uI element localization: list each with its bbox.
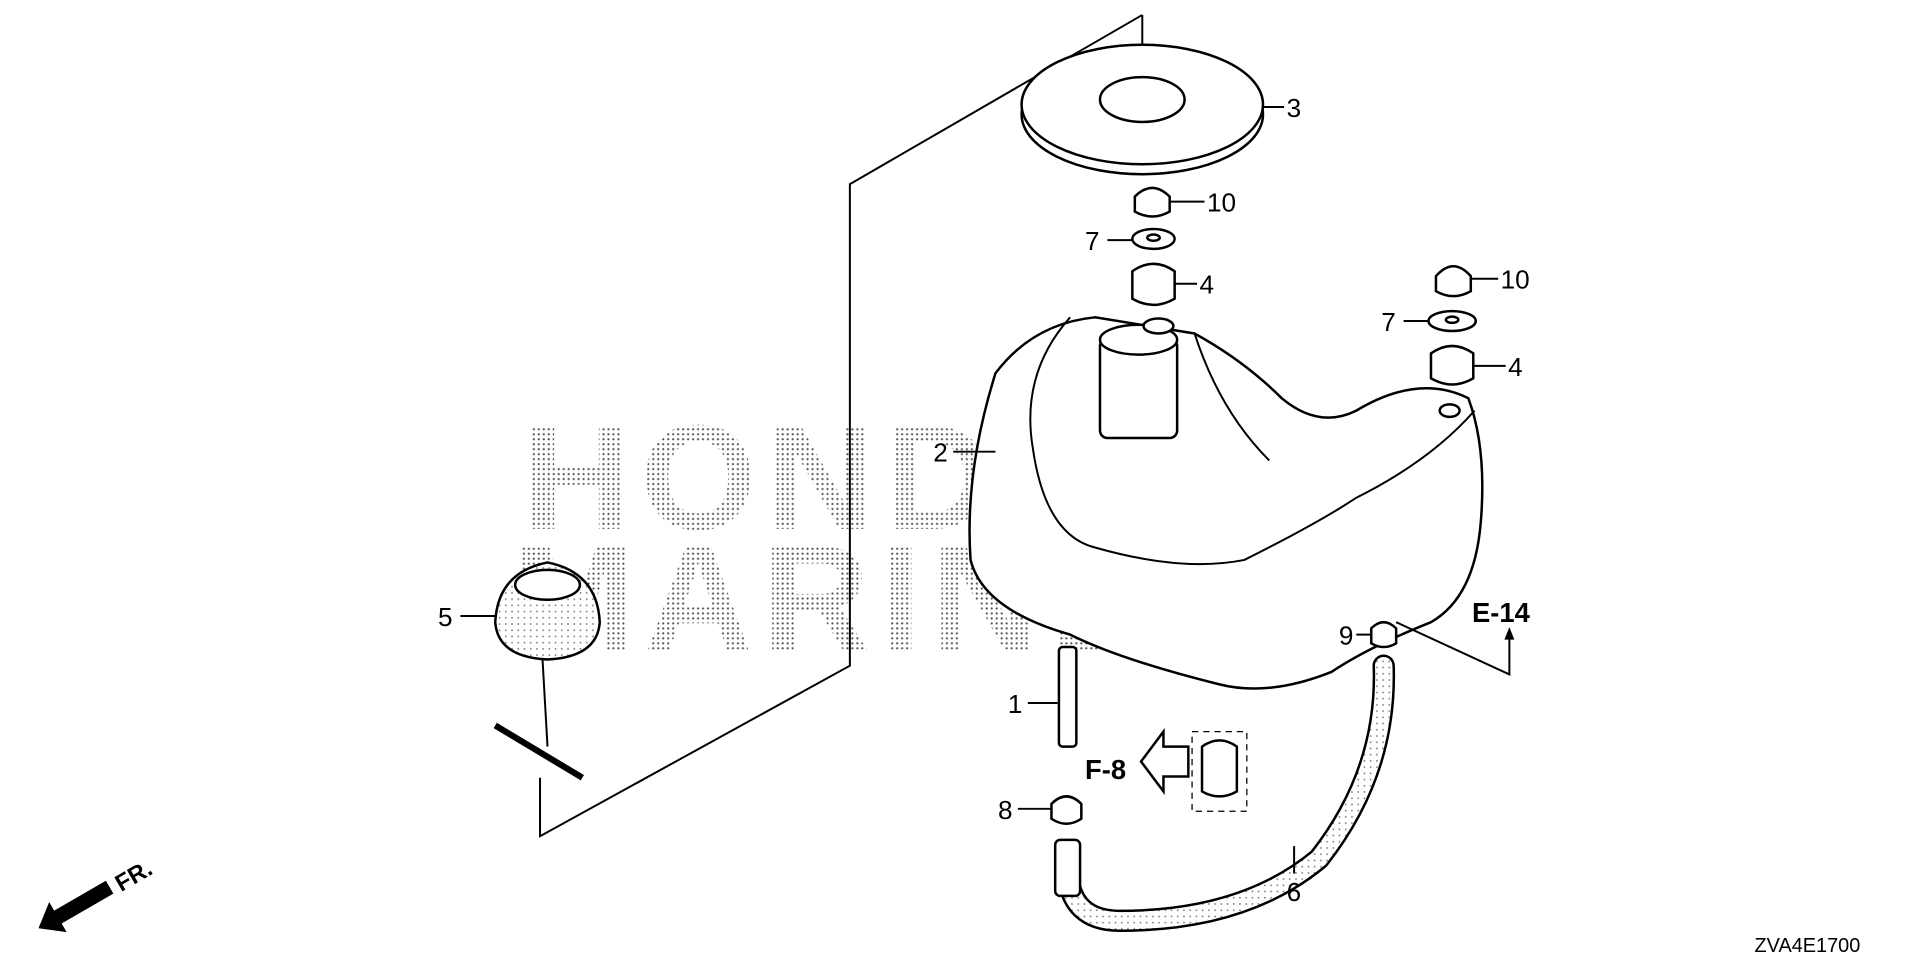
part-1-strainer <box>1027 645 1078 748</box>
callout-9[interactable]: 9 <box>1339 621 1354 651</box>
part-2-fuel-tank <box>953 316 1484 690</box>
callout-10[interactable]: 10 <box>1501 265 1530 295</box>
ref-e14: E-14 <box>1395 597 1531 676</box>
part-4-grommet-right <box>1429 344 1506 386</box>
part-8-clip <box>1017 795 1083 825</box>
part-10-nut-right <box>1434 265 1499 298</box>
arrow-left-icon <box>38 880 114 933</box>
part-6-fuel-hose <box>1053 654 1396 933</box>
callout-2[interactable]: 2 <box>933 438 948 468</box>
callout-5[interactable]: 5 <box>438 602 453 632</box>
part-4-grommet-left <box>1131 262 1198 307</box>
part-3-cushion <box>1020 43 1285 176</box>
front-direction-indicator: FR. <box>38 856 157 933</box>
ref-f8-label[interactable]: F-8 <box>1085 754 1126 785</box>
callout-4[interactable]: 4 <box>1508 352 1523 382</box>
diagram-code: ZVA4E1700 <box>1755 935 1861 957</box>
callout-7[interactable]: 7 <box>1381 307 1396 337</box>
part-7-washer-right <box>1403 309 1478 333</box>
callout-8[interactable]: 8 <box>998 795 1013 825</box>
callout-7[interactable]: 7 <box>1085 226 1100 256</box>
ref-f8: F-8 <box>1085 727 1248 812</box>
callout-4[interactable]: 4 <box>1200 270 1215 300</box>
callout-6[interactable]: 6 <box>1287 877 1302 907</box>
ref-e14-label[interactable]: E-14 <box>1472 597 1531 628</box>
part-9-clip <box>1356 620 1398 649</box>
callout-10[interactable]: 10 <box>1207 188 1236 218</box>
part-7-washer-left <box>1107 227 1176 251</box>
part-5-fuel-cap <box>460 561 602 781</box>
callout-numbers: 3 10 7 4 10 7 4 2 5 1 8 9 6 <box>438 93 1530 907</box>
svg-text:FR.: FR. <box>111 856 157 898</box>
callout-3[interactable]: 3 <box>1287 93 1302 123</box>
part-10-nut-left <box>1133 186 1205 218</box>
callout-1[interactable]: 1 <box>1008 689 1023 719</box>
